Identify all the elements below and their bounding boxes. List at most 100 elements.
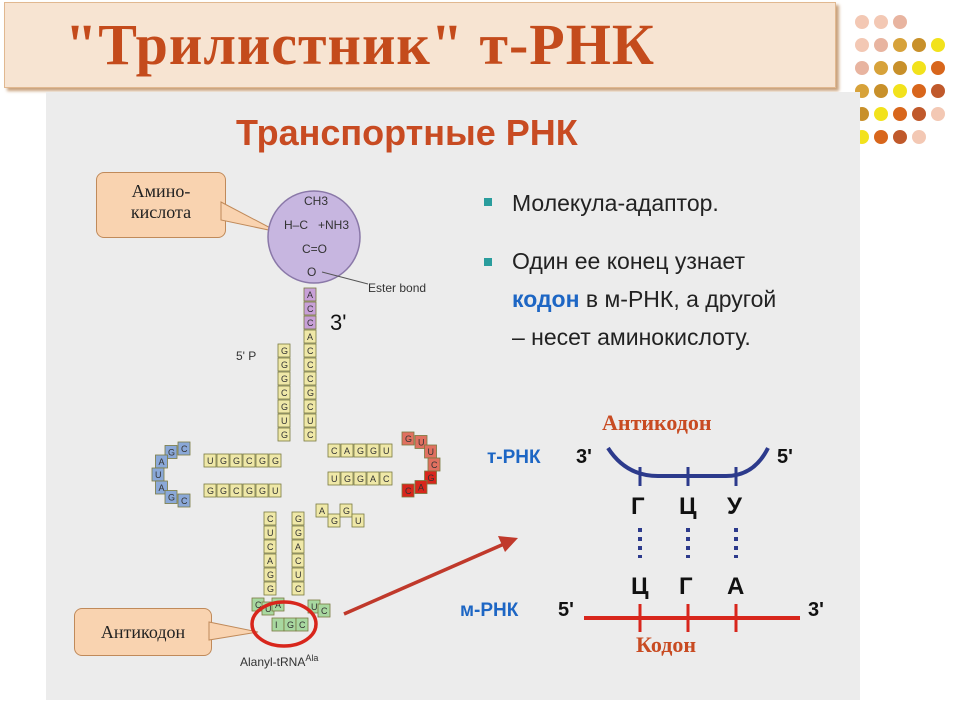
nucleotide-letter: G [281,346,288,356]
aa-o: O [307,265,316,279]
nucleotide-letter: A [275,600,281,610]
nucleotide-box [401,431,415,446]
nucleotide-letter: G [344,474,351,484]
nucleotide-letter: C [267,514,274,524]
nucleotide-letter: A [295,542,301,552]
nucleotide-letter: G [281,430,288,440]
decorative-dot [931,107,945,121]
amino-callout-pointer [220,201,279,233]
nucleotide-letter: C [295,584,302,594]
nucleotide-box [317,603,331,618]
nucleotide-box [216,483,230,498]
alanyl-trna-label: Alanyl-tRNAAla [240,653,318,669]
nucleotide-letter: G [267,570,274,580]
nucleotide-letter: G [428,473,435,483]
bullet-2-line2: кодон в м-РНК, а другой [512,280,776,318]
nucleotide-letter: G [295,514,302,524]
bullet-marker [484,198,492,206]
nucleotide-box [177,493,191,508]
nucleotide-box [327,471,341,486]
nucleotide-letter: A [158,483,164,493]
decorative-dot [874,38,888,52]
nucleotide-box [263,581,277,596]
nucleotide-letter: G [267,584,274,594]
nucleotide-box [177,441,191,456]
figure-heading: Транспортные РНК [236,112,578,153]
nucleotide-letter: U [295,570,302,580]
nucleotide-letter: G [259,456,266,466]
decorative-dot [855,38,869,52]
nucleotide-box [353,443,367,458]
trna-3-end: 3' [576,446,592,468]
nucleotide-box [203,483,217,498]
decorative-dot [893,61,907,75]
nucleotide-letter: G [307,388,314,398]
decorative-dot [912,84,926,98]
nucleotide-letter: C [321,606,328,616]
nucleotide-letter: U [272,486,279,496]
codon-label: Кодон [636,632,696,657]
nucleotide-box [216,453,230,468]
nucleotide-box [291,525,305,540]
bullet-marker [484,258,492,266]
nucleotide-letter: C [331,446,338,456]
alanyl-superscript: Ala [305,653,318,663]
codon-base: А [727,573,744,600]
nucleotide-letter: C [307,402,314,412]
nucleotide-letter: G [281,360,288,370]
nucleotide-box [155,480,168,495]
nucleotide-letter: G [233,456,240,466]
nucleotide-box [203,453,217,468]
decorative-dot [874,61,888,75]
nucleotide-box [327,513,341,528]
nucleotide-letter: U [155,470,162,480]
decorative-dot [874,15,888,29]
anticodon-base: Г [631,493,645,520]
amino-acid-circle [267,190,361,284]
nucleotide-letter: G [220,486,227,496]
nucleotide-box [414,480,428,494]
nucleotide-box [263,553,277,568]
nucleotide-box [315,503,329,518]
nucleotide-letter: A [344,446,350,456]
nucleotide-box [277,371,291,386]
nucleotide-letter: U [307,416,314,426]
aa-nh3: +NH3 [318,218,349,232]
nucleotide-box [291,511,305,526]
decorative-dot [931,38,945,52]
codon-word: кодон [512,286,580,312]
nucleotide-letter: C [255,600,262,610]
nucleotide-letter: C [307,430,314,440]
nucleotide-letter: C [383,474,390,484]
nucleotide-box [263,539,277,554]
slide-title: "Трилистник" т-РНК [65,12,655,77]
nucleotide-box [351,513,365,528]
nucleotide-box [271,617,285,632]
nucleotide-letter: A [307,332,313,342]
nucleotide-letter: G [287,620,294,630]
nucleotide-letter: U [331,474,338,484]
trna-5-end: 5' [777,446,793,468]
nucleotide-box [291,539,305,554]
ester-bond-pointer [321,271,369,285]
anticodon-base: Ц [679,493,697,520]
aa-hc: H–C [284,218,308,232]
anticodon-base: У [727,493,743,520]
nucleotide-letter: U [355,516,362,526]
nucleotide-letter: G [357,474,364,484]
decorative-dot [912,38,926,52]
codon-base: Г [679,573,693,600]
nucleotide-box [303,357,317,372]
nucleotide-letter: G [343,506,350,516]
nucleotide-box [414,435,428,449]
nucleotide-box [164,445,178,459]
decorative-dot [855,61,869,75]
nucleotide-letter: G [246,486,253,496]
five-prime-p-label: 5' P [236,349,256,363]
trna-cloverleaf: CH3 H–C +NH3 C=O O Ester bond 3' 5' P AC… [151,190,824,669]
nucleotide-box [263,525,277,540]
nucleotide-letter: C [295,556,302,566]
nucleotide-letter: G [405,434,412,444]
nucleotide-box [229,483,243,498]
nucleotide-box [277,357,291,372]
